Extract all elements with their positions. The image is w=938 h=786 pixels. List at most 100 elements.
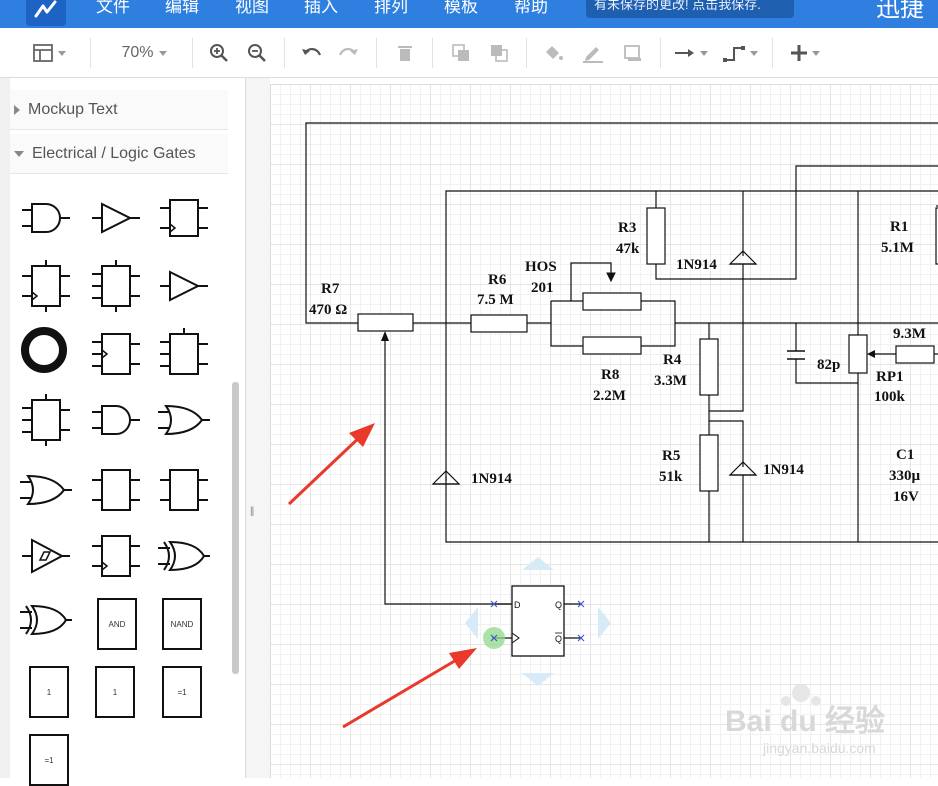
nand-iec-shape[interactable]: NAND bbox=[162, 598, 202, 650]
label-r8-value: 2.2M bbox=[593, 388, 626, 404]
selection-handles[interactable] bbox=[465, 557, 611, 686]
menu-edit[interactable]: 编辑 bbox=[165, 0, 199, 16]
to-back-button[interactable] bbox=[486, 40, 512, 66]
resistor-r8[interactable] bbox=[582, 336, 642, 355]
delete-button[interactable] bbox=[392, 40, 418, 66]
resistor-r3[interactable] bbox=[646, 207, 666, 265]
menu-file[interactable]: 文件 bbox=[96, 0, 130, 16]
redo-icon bbox=[338, 48, 358, 56]
pin-q-label: Q bbox=[555, 600, 562, 610]
trash-icon bbox=[398, 46, 412, 61]
label-r7: R7 bbox=[321, 281, 340, 297]
inverter-triangle-shape[interactable] bbox=[156, 258, 212, 314]
section-logic-gates[interactable]: Electrical / Logic Gates bbox=[10, 134, 228, 174]
diodes bbox=[431, 250, 758, 485]
buffer-gate-shape[interactable] bbox=[88, 190, 144, 246]
buffer-iec-shape[interactable]: 1 bbox=[29, 666, 69, 718]
redo-button[interactable] bbox=[336, 40, 362, 66]
resistor-r7[interactable] bbox=[357, 313, 414, 332]
and-gate-shape[interactable] bbox=[18, 190, 74, 246]
label-hos: HOS bbox=[525, 259, 557, 275]
insert-dropdown[interactable] bbox=[784, 40, 826, 66]
zoom-value: 70% bbox=[121, 44, 154, 61]
xor-gate-shape[interactable] bbox=[156, 528, 212, 584]
diode-top[interactable] bbox=[728, 250, 758, 265]
baidu-watermark: Bai du 经验 jingyan.baidu.com bbox=[725, 684, 885, 756]
resistor-r4[interactable] bbox=[699, 338, 719, 396]
waypoints-dropdown[interactable] bbox=[720, 40, 760, 66]
resistor-r5[interactable] bbox=[699, 434, 719, 492]
xnor-iec-shape[interactable]: =1 bbox=[29, 734, 69, 786]
d-latch-shape[interactable] bbox=[88, 528, 144, 584]
resistor-r1[interactable] bbox=[935, 207, 938, 265]
potentiometer-rp1[interactable] bbox=[848, 334, 868, 374]
schmitt-buffer-shape[interactable] bbox=[18, 528, 74, 584]
t-flip-flop-shape[interactable] bbox=[88, 326, 144, 382]
watermark-url: jingyan.baidu.com bbox=[762, 740, 876, 756]
latch-enable-shape[interactable] bbox=[156, 462, 212, 518]
to-front-icon bbox=[452, 44, 469, 61]
label-r6-value: 7.5 M bbox=[477, 292, 514, 308]
sr-flip-flop-shape[interactable] bbox=[88, 258, 144, 314]
zoom-dropdown[interactable]: 70% bbox=[112, 40, 176, 66]
resistor-r6[interactable] bbox=[470, 314, 528, 333]
or-gate-shape[interactable] bbox=[156, 392, 212, 448]
fill-color-button[interactable] bbox=[540, 40, 566, 66]
and-iec-shape[interactable]: AND bbox=[97, 598, 137, 650]
shadow-button[interactable] bbox=[620, 40, 646, 66]
menu-template[interactable]: 模板 bbox=[444, 0, 478, 16]
label-r1: R1 bbox=[890, 219, 908, 235]
diagram-canvas[interactable]: D Q Q R7 470 Ω R6 7.5 M HOS bbox=[270, 84, 938, 778]
menu-insert[interactable]: 插入 bbox=[304, 0, 338, 16]
label-hos-value: 201 bbox=[531, 280, 554, 296]
label-r4: R4 bbox=[663, 352, 682, 368]
to-front-button[interactable] bbox=[448, 40, 474, 66]
xor-iec-shape[interactable]: =1 bbox=[162, 666, 202, 718]
menu-view[interactable]: 视图 bbox=[235, 0, 269, 16]
jk-flip-flop-preset-shape[interactable] bbox=[156, 326, 212, 382]
panel-splitter[interactable] bbox=[246, 78, 270, 778]
app-logo[interactable] bbox=[26, 0, 66, 26]
label-diode-top: 1N914 bbox=[676, 257, 717, 273]
undo-button[interactable] bbox=[298, 40, 324, 66]
latch-shape[interactable] bbox=[88, 462, 144, 518]
format-panel-button[interactable] bbox=[26, 40, 72, 66]
not-iec-shape[interactable]: 1 bbox=[95, 666, 135, 718]
label-c1: C1 bbox=[896, 447, 914, 463]
splitter-grip-icon[interactable]: || bbox=[250, 506, 254, 517]
menu-help[interactable]: 帮助 bbox=[514, 0, 548, 16]
save-notice-button[interactable]: 有未保存的更改! 点击我保存. bbox=[586, 0, 794, 18]
d-flip-flop[interactable]: D Q Q bbox=[483, 585, 585, 657]
label-diode-mid: 1N914 bbox=[763, 462, 804, 478]
ring-shape[interactable] bbox=[16, 322, 72, 378]
zoom-out-icon bbox=[248, 44, 266, 62]
resistor-right[interactable] bbox=[895, 345, 935, 364]
jk-flip-flop-full-shape[interactable] bbox=[18, 392, 74, 448]
label-rp1: RP1 bbox=[876, 369, 904, 385]
app-title: 迅捷 bbox=[876, 0, 924, 22]
sidebar-scrollbar[interactable] bbox=[232, 382, 239, 674]
pencil-icon bbox=[583, 47, 603, 63]
arrow-right-icon bbox=[674, 49, 694, 57]
line-color-button[interactable] bbox=[580, 40, 606, 66]
resistor-hos[interactable] bbox=[582, 292, 642, 311]
label-r-right-value: 9.3M bbox=[893, 326, 926, 342]
zoom-in-button[interactable] bbox=[206, 40, 232, 66]
xnor-gate-shape[interactable] bbox=[18, 592, 74, 648]
jk-flip-flop-shape[interactable] bbox=[18, 258, 74, 314]
pin-d-label: D bbox=[514, 600, 521, 610]
layout-panel-icon bbox=[32, 44, 53, 62]
capacitor-82p[interactable] bbox=[787, 350, 805, 360]
connection-style-dropdown[interactable] bbox=[672, 40, 710, 66]
section-mockup-text[interactable]: Mockup Text bbox=[10, 90, 228, 130]
label-rp1-value: 100k bbox=[874, 389, 906, 405]
diode-mid[interactable] bbox=[728, 461, 758, 476]
d-flip-flop-shape[interactable] bbox=[156, 190, 212, 246]
zoom-out-button[interactable] bbox=[244, 40, 270, 66]
resistors bbox=[357, 207, 938, 492]
sidebar-edge bbox=[0, 78, 10, 778]
and-gate-alt-shape[interactable] bbox=[88, 392, 144, 448]
diode-left[interactable] bbox=[431, 470, 461, 485]
menu-arrange[interactable]: 排列 bbox=[374, 0, 408, 16]
or-gate-alt-shape[interactable] bbox=[18, 462, 74, 518]
